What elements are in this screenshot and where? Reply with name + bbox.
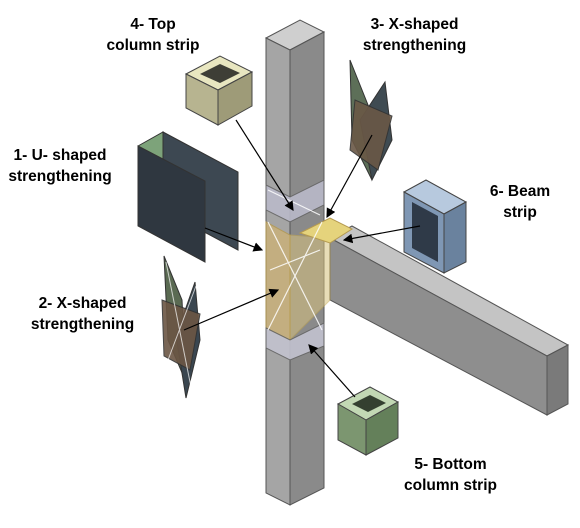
beam-strip-piece [402,179,468,274]
arrow-u-shaped [204,227,264,252]
beam [328,225,570,416]
joint-x-bracing [267,189,323,331]
label-bottom-column-strip-line2: column strip [403,477,497,494]
label-u-shaped-line2: strengthening [8,168,112,185]
bottom-strip-side [365,401,399,456]
leader-arrows [183,119,421,398]
label-beam-strip-line1: 6- Beam [489,183,551,200]
top-strip-side [217,71,253,126]
label-bottom-column-strip: 5- Bottom column strip [388,454,513,496]
top-strip-inner [200,64,240,83]
beam-strip-side [443,201,467,274]
label-beam-strip: 6- Beam strip [480,181,560,223]
label-top-column-strip-line2: column strip [106,37,200,54]
arrow-x-shaped-front [183,288,280,331]
joint-front-panel [265,221,291,341]
arrow-top-column-strip [235,119,294,212]
x-side-blade-c [349,99,393,171]
label-u-shaped-line1: 1- U- shaped [13,147,107,164]
beam-strip-on-joint [298,217,354,244]
label-top-column-strip: 4- Top column strip [98,14,208,56]
beam-end-face [546,344,569,416]
label-x-shaped-side: 3- X-shaped strengthening [352,14,477,56]
label-u-shaped: 1- U- shaped strengthening [0,145,120,187]
label-x-shaped-front-line2: strengthening [30,316,135,333]
label-x-shaped-side-line2: strengthening [362,37,467,54]
bottom-column-strip-piece [336,386,400,456]
label-x-shaped-front: 2- X-shaped strengthening [20,293,145,335]
label-x-shaped-side-line1: 3- X-shaped [370,16,459,33]
label-top-column-strip-line1: 4- Top [130,16,176,33]
top-column-strip-piece [184,55,254,126]
joint-top-column-band [265,179,325,223]
label-x-shaped-front-line1: 2- X-shaped [38,295,127,312]
label-beam-strip-line2: strip [503,204,537,221]
arrow-bottom-column-strip [308,344,356,398]
arrow-x-shaped-side [326,134,373,219]
x-shaped-strengthening-front-piece [161,255,201,399]
bottom-strip-inner [352,395,386,412]
arrow-beam-strip [342,225,421,244]
x-shaped-strengthening-side-piece [349,59,393,182]
u-panel-front [137,145,206,263]
label-bottom-column-strip-line1: 5- Bottom [414,456,487,473]
beam-strip-inner [412,202,438,262]
u-shaped-strengthening-piece [137,131,239,263]
